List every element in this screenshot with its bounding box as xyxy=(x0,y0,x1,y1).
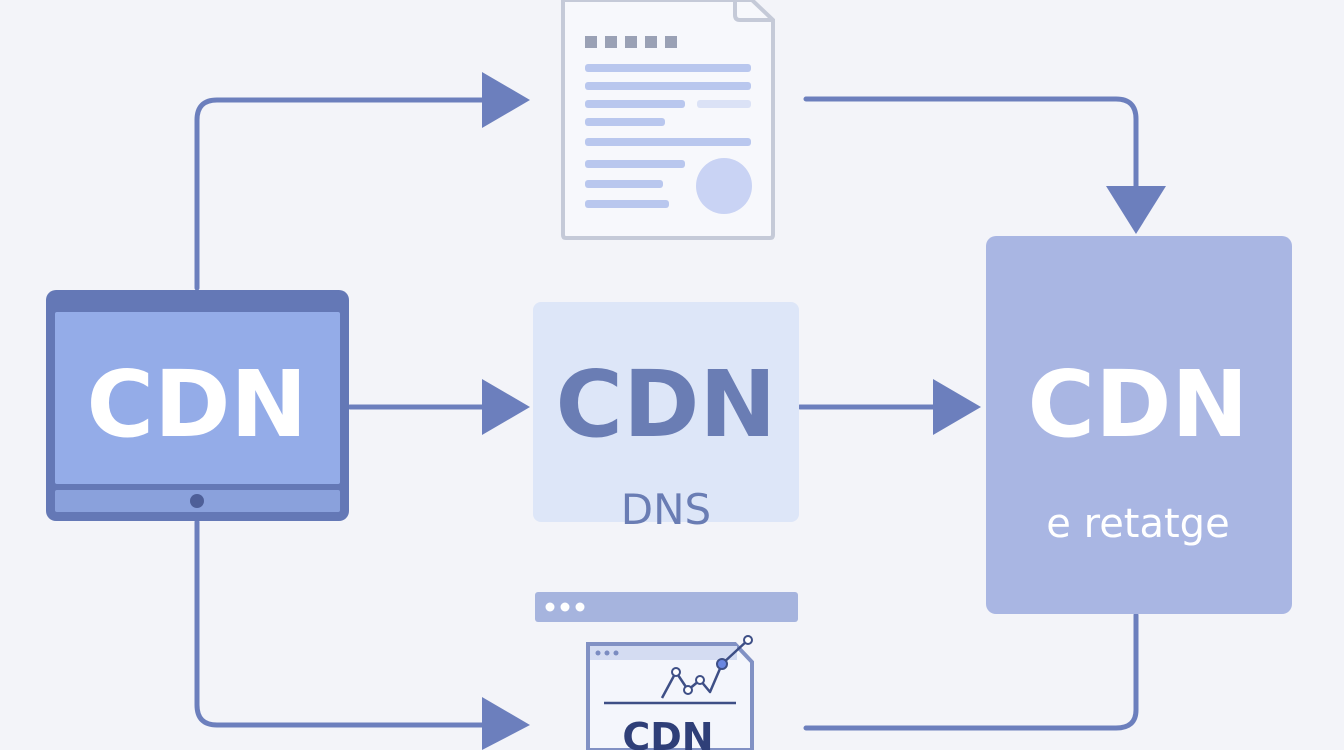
middle-node: CDN DNS xyxy=(533,302,799,534)
document-icon xyxy=(561,0,775,240)
device-home-button xyxy=(190,494,204,508)
connector-right-to-bottom xyxy=(803,612,1139,731)
source-label: CDN xyxy=(87,351,308,458)
right-label: CDN xyxy=(1028,351,1249,458)
arrowhead-document-to-right xyxy=(1106,186,1166,234)
right-sublabel: e retatge xyxy=(1046,501,1229,547)
connectors xyxy=(194,72,1166,750)
browser-chart-icon: CDN xyxy=(535,592,798,750)
arrow-source-to-document xyxy=(194,97,488,291)
arrow-document-to-right xyxy=(803,96,1139,193)
document-avatar-circle xyxy=(696,158,752,214)
arrowhead-source-to-document xyxy=(482,72,530,128)
bottom-label: CDN xyxy=(622,715,713,750)
arrow-source-to-bottom xyxy=(194,519,488,728)
arrowhead-middle-to-right xyxy=(933,379,981,435)
source-device: CDN xyxy=(46,290,349,521)
middle-sublabel: DNS xyxy=(621,485,711,534)
arrowhead-source-to-bottom xyxy=(482,697,530,750)
right-node: CDN e retatge xyxy=(986,236,1292,614)
arrowhead-source-to-middle xyxy=(482,379,530,435)
middle-label: CDN xyxy=(556,351,777,458)
